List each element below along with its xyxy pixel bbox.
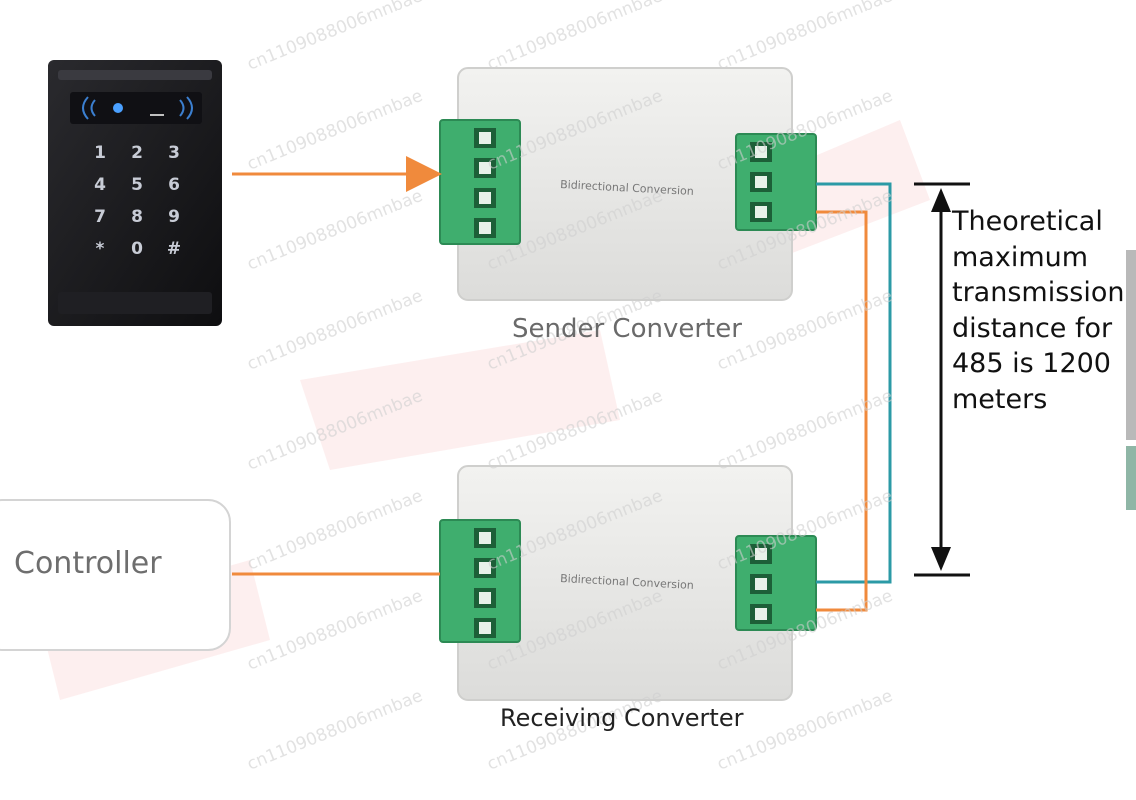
keypad-key: 3	[168, 143, 180, 163]
watermark-text: cn1109088006mnbae	[714, 0, 895, 75]
sender-converter-label: Sender Converter	[512, 314, 742, 344]
terminal-screw	[755, 206, 767, 218]
watermark-text: cn1109088006mnbae	[484, 0, 665, 75]
receiver-left-terminal-block	[439, 519, 521, 643]
keypad-keys: 1 2 3 4 5 6 7 8 9 * 0 #	[94, 143, 181, 259]
rs485-b-wire-orange	[816, 210, 868, 612]
terminal-screw	[755, 176, 767, 188]
terminal-screw	[479, 162, 491, 174]
wires	[232, 156, 892, 612]
watermark-text: cn1109088006mnbae	[244, 186, 425, 275]
keypad-key: *	[96, 239, 105, 259]
rs485-a-wire-teal	[816, 182, 892, 584]
terminal-screw	[755, 578, 767, 590]
keypad-reader: 1 2 3 4 5 6 7 8 9 * 0 #	[48, 60, 222, 326]
watermark-text: cn1109088006mnbae	[244, 686, 425, 775]
note-line: Theoretical	[952, 206, 1103, 237]
keypad-key: 9	[168, 207, 180, 227]
terminal-screw	[755, 608, 767, 620]
keypad-key: 6	[168, 175, 180, 195]
keypad-key: 7	[94, 207, 106, 227]
terminal-screw	[479, 222, 491, 234]
terminal-screw	[479, 562, 491, 574]
distance-marker	[914, 182, 970, 577]
terminal-screw	[755, 548, 767, 560]
terminal-screw	[479, 592, 491, 604]
note-line: distance for	[952, 312, 1113, 344]
side-panel-fragment	[1126, 250, 1136, 510]
terminal-screw	[479, 622, 491, 634]
terminal-screw	[755, 146, 767, 158]
terminal-screw	[479, 192, 491, 204]
watermark-text: cn1109088006mnbae	[244, 0, 425, 75]
watermark-text: cn1109088006mnbae	[244, 586, 425, 675]
receiving-converter-label: Receiving Converter	[500, 704, 744, 732]
watermark-text: cn1109088006mnbae	[244, 86, 425, 175]
terminal-screws	[474, 128, 772, 638]
keypad-key: #	[167, 239, 181, 259]
watermark-text: cn1109088006mnbae	[244, 486, 425, 575]
distance-note: Theoretical maximum transmission distanc…	[952, 204, 1136, 417]
receiving-converter-device: Bidirectional Conversion	[439, 465, 817, 701]
watermark-text: cn1109088006mnbae	[714, 386, 895, 475]
terminal-screw	[479, 532, 491, 544]
note-line: meters	[952, 383, 1048, 415]
keypad-key: 0	[131, 239, 143, 259]
note-line: maximum	[952, 241, 1089, 273]
keypad-key: 4	[94, 175, 106, 195]
watermark-text: cn1109088006mnbae	[244, 286, 425, 375]
note-line: 485 is 1200	[952, 348, 1111, 379]
keypad-key: 1	[94, 143, 106, 163]
keypad-key: 8	[131, 207, 143, 227]
controller-label: Controller	[14, 546, 162, 581]
terminal-screw	[479, 132, 491, 144]
note-line: transmission	[952, 277, 1125, 308]
keypad-key: 2	[131, 143, 143, 163]
keypad-key: 5	[131, 175, 143, 195]
led-icon	[113, 103, 123, 113]
controller-box	[0, 499, 231, 651]
